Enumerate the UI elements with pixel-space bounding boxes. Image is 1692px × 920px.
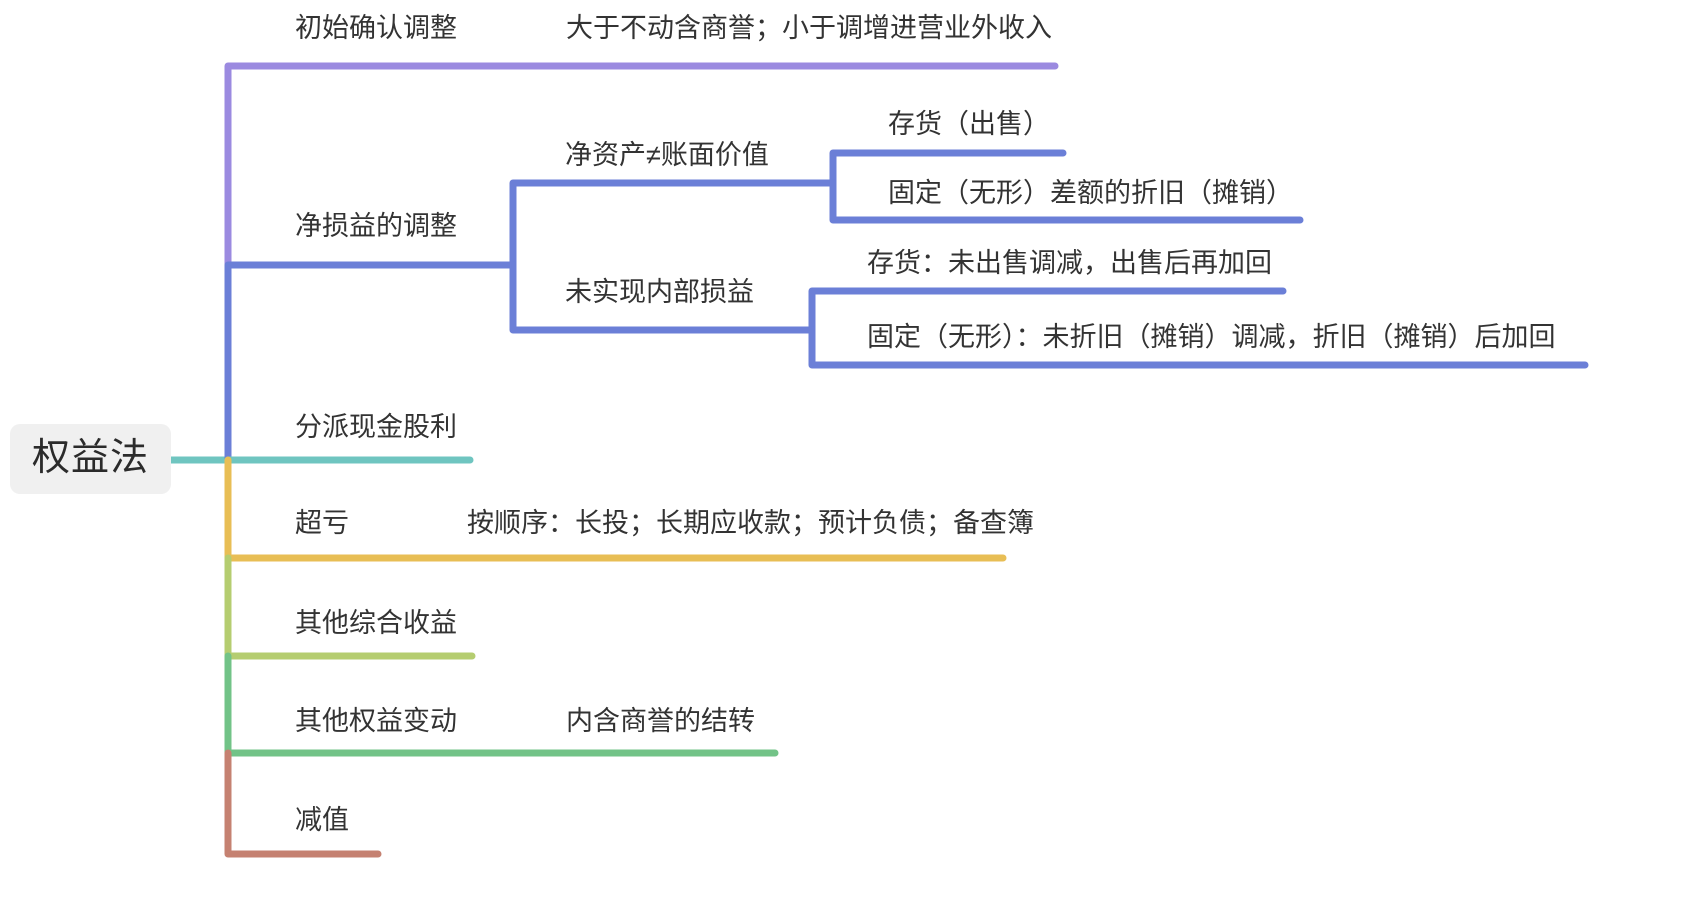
root-node[interactable]: 权益法	[10, 424, 172, 494]
node-inventory-unsold-deduct[interactable]: 存货：未出售调减，出售后再加回	[867, 248, 1272, 278]
node-inventory-sold[interactable]: 存货（出售）	[888, 109, 1050, 139]
node-inherent-goodwill-carryover[interactable]: 内含商誉的结转	[566, 706, 755, 736]
node-initial-recognition-detail[interactable]: 大于不动含商誉；小于调增进营业外收入	[566, 13, 1052, 43]
node-other-equity-changes[interactable]: 其他权益变动	[295, 706, 457, 736]
branch-7-line	[224, 749, 382, 858]
node-fixed-intangible-depreciation-difference[interactable]: 固定（无形）差额的折旧（摊销）	[888, 178, 1293, 208]
node-net-profit-adjustment[interactable]: 净损益的调整	[295, 211, 457, 241]
node-impairment[interactable]: 减值	[295, 805, 349, 835]
branch-2-child-1-line	[509, 179, 837, 269]
node-initial-recognition-adjustment[interactable]: 初始确认调整	[295, 13, 457, 43]
node-unrealized-internal-profit[interactable]: 未实现内部损益	[565, 277, 754, 307]
node-cash-dividend-distribution[interactable]: 分派现金股利	[295, 412, 457, 442]
branch-5-line	[224, 554, 476, 660]
node-fixed-intangible-undepreciated-deduct[interactable]: 固定（无形）：未折旧（摊销）调减，折旧（摊销）后加回	[867, 322, 1556, 352]
node-excess-loss-order[interactable]: 按顺序：长投；长期应收款；预计负债；备查簿	[467, 508, 1034, 538]
node-excess-loss[interactable]: 超亏	[295, 508, 349, 538]
branch-6-line	[224, 652, 779, 757]
node-net-assets-ne-book-value[interactable]: 净资产≠账面价值	[565, 140, 769, 170]
node-other-comprehensive-income[interactable]: 其他综合收益	[295, 608, 457, 638]
